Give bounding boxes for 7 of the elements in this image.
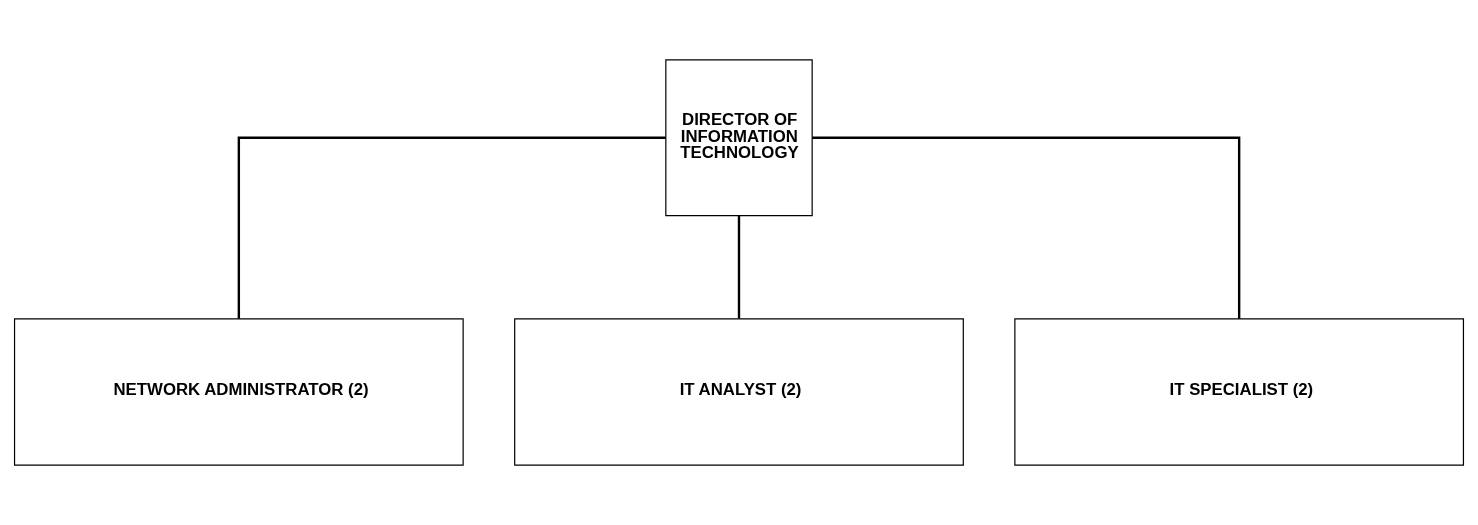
node-box: IT ANALYST (2) (514, 318, 964, 466)
node-box: DIRECTOR OF INFORMATION TECHNOLOGY (665, 59, 813, 217)
connector (812, 136, 1241, 319)
node-box: NETWORK ADMINISTRATOR (2) (13, 318, 464, 466)
connector (737, 215, 741, 319)
connector (237, 136, 666, 319)
node-box: IT SPECIALIST (2) (1014, 318, 1465, 466)
